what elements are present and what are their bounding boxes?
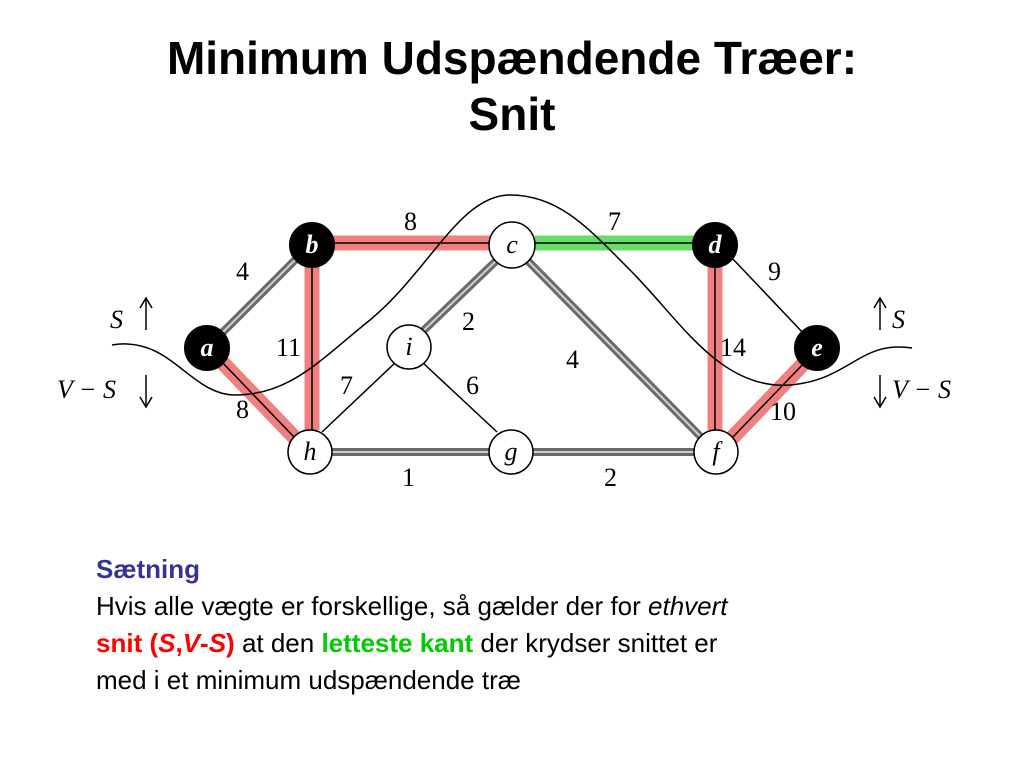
arrow-up-right-icon	[873, 296, 887, 330]
edge-cf-core	[526, 259, 701, 437]
theorem-block: Sætning Hvis alle vægte er forskellige, …	[96, 551, 956, 699]
cut-arrows	[139, 296, 887, 409]
theorem-line-1: Hvis alle vægte er forskellige, så gælde…	[96, 588, 956, 625]
node-g-label: g	[505, 437, 518, 466]
theorem-heading: Sætning	[96, 554, 200, 584]
theorem-text-3: der krydser snittet er	[473, 628, 718, 658]
edge-ig	[421, 361, 498, 433]
node-i-label: i	[405, 332, 412, 361]
weight-cf: 4	[566, 345, 579, 374]
tree-edges-core	[221, 259, 701, 453]
edge-hi	[321, 361, 397, 433]
cut-label-s-left: S	[110, 305, 123, 334]
weight-hg: 1	[402, 463, 415, 492]
edge-ef	[731, 359, 808, 439]
theorem-comma: ,	[175, 628, 183, 658]
nodes: a b c d e i h g	[184, 221, 840, 475]
theorem-letteste: letteste kant	[321, 628, 474, 658]
node-b-label: b	[306, 230, 319, 259]
weight-bh: 11	[276, 333, 301, 362]
weight-ig: 6	[466, 371, 479, 400]
node-f-label: f	[712, 437, 723, 466]
cut-label-vs-left: V − S	[57, 375, 116, 404]
node-c: c	[488, 221, 536, 269]
edges	[219, 242, 808, 439]
weight-ef: 10	[770, 397, 796, 426]
weight-ab: 4	[236, 257, 249, 286]
weight-bc: 8	[404, 207, 417, 236]
cut-labels: S V − S S V − S	[57, 305, 951, 404]
theorem-text-1: Hvis alle vægte er forskellige, så gælde…	[96, 591, 649, 621]
title-line-2: Snit	[468, 88, 556, 140]
node-f: f	[693, 429, 739, 475]
weight-hi: 7	[340, 371, 353, 400]
weight-ci: 2	[462, 307, 475, 336]
node-a: a	[184, 325, 230, 371]
node-e-label: e	[811, 333, 823, 362]
node-h: h	[287, 429, 333, 475]
node-h-label: h	[304, 437, 317, 466]
edge-de	[731, 257, 806, 336]
theorem-v: V	[182, 628, 201, 658]
cut-edges-highlight	[214, 235, 813, 444]
node-c-label: c	[506, 230, 518, 259]
node-d-label: d	[709, 230, 723, 259]
edge-ab-core	[221, 259, 296, 334]
weight-ah: 8	[236, 395, 249, 424]
title-line-1: Minimum Udspændende Træer:	[166, 32, 858, 84]
theorem-line-4: med i et minimum udspændende træ	[96, 665, 521, 695]
weight-gf: 2	[604, 463, 617, 492]
edge-ah	[219, 359, 296, 439]
theorem-snit-open: snit (	[96, 628, 159, 658]
node-g: g	[488, 429, 534, 475]
weight-df: 14	[720, 333, 746, 362]
arrow-down-right-icon	[873, 375, 887, 409]
cut-label-vs-right: V − S	[892, 375, 951, 404]
node-a-label: a	[201, 333, 214, 362]
node-d: d	[692, 222, 738, 268]
edge-weights: 4 8 7 9 11 2 4 14 8 7 6 10 1 2	[236, 207, 796, 492]
edge-ci-core	[421, 259, 498, 333]
slide-title: Minimum Udspændende Træer: Snit	[0, 30, 1024, 142]
cut-label-s-right: S	[892, 305, 905, 334]
theorem-dash: -	[200, 628, 209, 658]
cut-curve	[111, 194, 913, 396]
theorem-ethvert: ethvert	[648, 591, 728, 621]
arrow-down-left-icon	[139, 375, 153, 409]
arrow-up-left-icon	[139, 296, 153, 330]
theorem-line-2: snit (S,V-S) at den letteste kant der kr…	[96, 625, 956, 662]
theorem-s2: S	[208, 628, 227, 658]
weight-de: 9	[768, 257, 781, 286]
theorem-text-2: at den	[234, 628, 322, 658]
node-b: b	[289, 222, 335, 268]
weight-cd: 7	[608, 207, 621, 236]
node-i: i	[386, 324, 432, 370]
node-e: e	[794, 325, 840, 371]
theorem-s1: S	[158, 628, 176, 658]
theorem-close: )	[226, 628, 235, 658]
